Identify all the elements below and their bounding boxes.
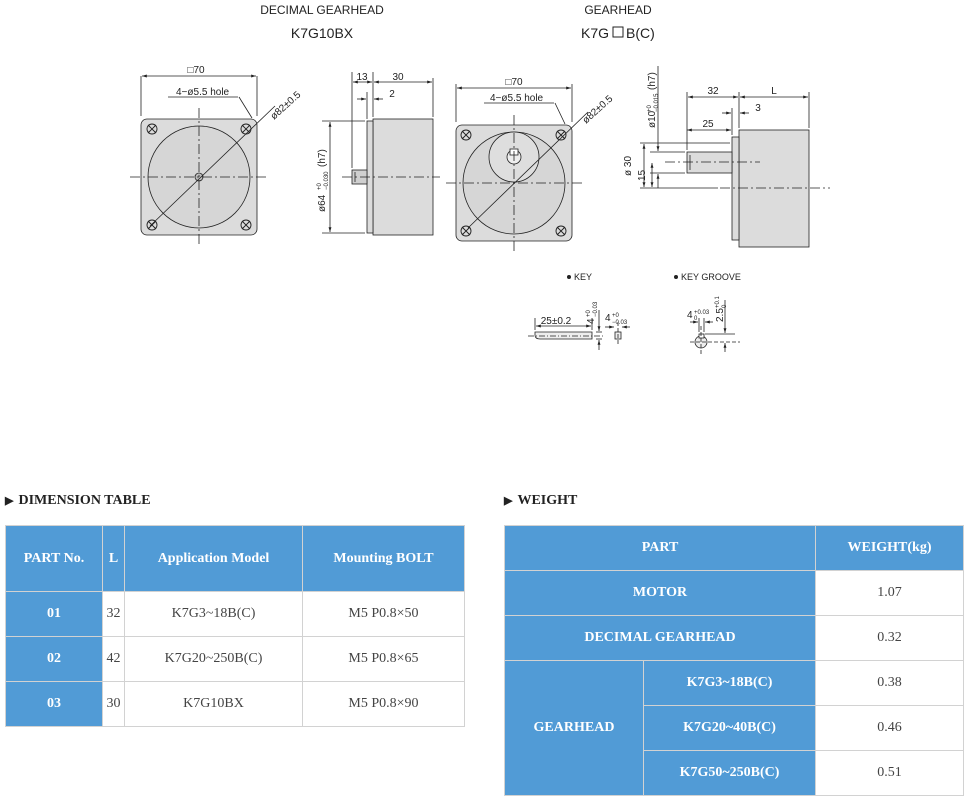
dim-dia30: ø 30 bbox=[623, 156, 634, 176]
svg-text:−0.03: −0.03 bbox=[593, 301, 599, 317]
svg-text:+0.03: +0.03 bbox=[694, 310, 710, 316]
dim-3: 3 bbox=[755, 103, 761, 114]
left-side-view bbox=[322, 72, 440, 236]
dim-dia82-left: ø82±0.5 bbox=[269, 89, 304, 122]
svg-text:0: 0 bbox=[722, 304, 728, 308]
dim-dia82-right: ø82±0.5 bbox=[581, 93, 616, 126]
svg-text:4: 4 bbox=[586, 318, 597, 324]
svg-text:(h7): (h7) bbox=[647, 72, 658, 90]
left-front-view bbox=[130, 74, 276, 246]
col-part: PART bbox=[504, 525, 816, 571]
dim-hole-right: 4−ø5.5 hole bbox=[490, 93, 544, 104]
svg-text:2.5: 2.5 bbox=[715, 308, 726, 322]
svg-text:+0: +0 bbox=[612, 313, 620, 319]
table-row: DECIMAL GEARHEAD 0.32 bbox=[504, 615, 964, 661]
dim-key-h: 4 +0 −0.03 bbox=[586, 301, 599, 324]
dimension-table: PART No. L Application Model Mounting BO… bbox=[5, 525, 465, 727]
table-row: K7G20~40B(C) 0.46 bbox=[505, 705, 964, 751]
dim-key-len: 25±0.2 bbox=[541, 316, 572, 327]
table-row: MOTOR 1.07 bbox=[504, 570, 964, 616]
table-row: K7G50~250B(C) 0.51 bbox=[505, 750, 964, 796]
svg-text:+0: +0 bbox=[586, 309, 592, 317]
right-front-view bbox=[446, 84, 589, 252]
col-weight: WEIGHT(kg) bbox=[815, 525, 964, 571]
svg-text:−0.03: −0.03 bbox=[612, 320, 628, 326]
svg-text:4: 4 bbox=[687, 310, 693, 321]
table-row: 02 42 K7G20~250B(C) M5 P0.8×65 bbox=[5, 636, 465, 682]
dim-25: 25 bbox=[702, 119, 714, 130]
svg-text:−0.030: −0.030 bbox=[324, 171, 330, 190]
weight-table-title: ▶WEIGHT bbox=[504, 493, 578, 508]
right-side-view bbox=[640, 66, 830, 248]
col-L: L bbox=[102, 525, 125, 592]
col-application-model: Application Model bbox=[124, 525, 303, 592]
dim-L: L bbox=[771, 86, 777, 97]
svg-text:+0: +0 bbox=[317, 182, 323, 190]
dim-shaft-tol: ø64 +0 −0.030 (h7) bbox=[317, 149, 330, 212]
col-mounting-bolt: Mounting BOLT bbox=[302, 525, 465, 592]
dim-2: 2 bbox=[389, 89, 395, 100]
col-part-no: PART No. bbox=[5, 525, 103, 592]
dim-key-w: 4 +0 −0.03 bbox=[605, 313, 628, 326]
right-caption: GEARHEAD bbox=[584, 3, 652, 17]
table-row: 03 30 K7G10BX M5 P0.8×90 bbox=[5, 681, 465, 727]
key-label: KEY bbox=[574, 272, 592, 282]
dim-15: 15 bbox=[637, 169, 648, 181]
dim-sq70-right: □70 bbox=[505, 77, 523, 88]
table-row: 01 32 K7G3~18B(C) M5 P0.8×50 bbox=[5, 591, 465, 637]
left-caption: DECIMAL GEARHEAD bbox=[260, 3, 384, 17]
svg-text:ø64: ø64 bbox=[317, 194, 328, 212]
dim-30: 30 bbox=[392, 72, 404, 83]
svg-text:−0.015: −0.015 bbox=[654, 93, 660, 112]
triangle-bullet-icon: ▶ bbox=[504, 495, 513, 507]
dim-13: 13 bbox=[356, 72, 368, 83]
key-groove-detail bbox=[690, 300, 740, 356]
table-row: GEARHEAD K7G3~18B(C) 0.38 bbox=[504, 660, 964, 796]
svg-text:+0: +0 bbox=[647, 104, 653, 112]
svg-text:ø10: ø10 bbox=[647, 110, 658, 128]
key-detail bbox=[528, 310, 630, 350]
dim-sq70-left: □70 bbox=[187, 65, 205, 76]
left-model: K7G10BX bbox=[291, 25, 354, 41]
dim-hole-left: 4−ø5.5 hole bbox=[176, 87, 230, 98]
dimension-table-title: ▶DIMENSION TABLE bbox=[5, 493, 151, 508]
svg-text:(h7): (h7) bbox=[317, 149, 328, 167]
dim-dia10: ø10 +0 −0.015 (h7) bbox=[647, 72, 660, 128]
dim-groove-d: 2.5 +0.1 0 bbox=[715, 295, 728, 322]
dim-32: 32 bbox=[707, 86, 719, 97]
key-groove-label: KEY GROOVE bbox=[681, 272, 741, 282]
svg-text:+0.1: +0.1 bbox=[715, 295, 721, 308]
technical-drawing: DECIMAL GEARHEAD K7G10BX GEARHEAD K7G B(… bbox=[130, 3, 830, 356]
weight-table: PART WEIGHT(kg) MOTOR 1.07 DECIMAL GEARH… bbox=[504, 525, 964, 796]
svg-text:B(C): B(C) bbox=[626, 25, 655, 41]
svg-text:0: 0 bbox=[694, 316, 698, 322]
svg-text:K7G: K7G bbox=[581, 25, 609, 41]
svg-text:4: 4 bbox=[605, 313, 611, 324]
triangle-bullet-icon: ▶ bbox=[5, 495, 14, 507]
right-model: K7G B(C) bbox=[581, 25, 655, 41]
dim-groove-w: 4 +0.03 0 bbox=[687, 310, 710, 322]
